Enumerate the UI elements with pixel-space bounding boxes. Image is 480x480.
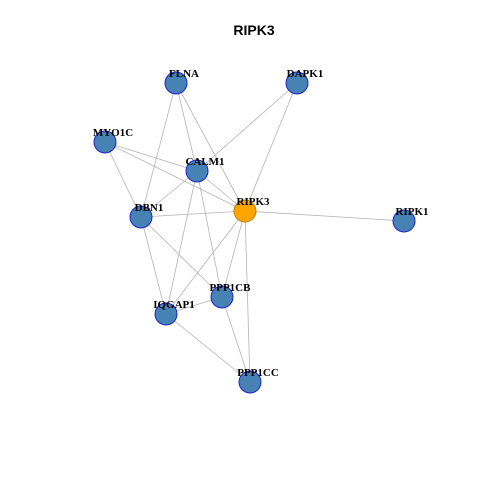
- edge-ripk3-ppp1cb: [221, 210, 246, 298]
- edge-myo1c-ripk3: [104, 141, 246, 212]
- edge-flna-calm1: [175, 82, 198, 172]
- edge-ppp1cb-ppp1cc: [221, 296, 251, 383]
- node-label-iqgap1: IQGAP1: [153, 299, 195, 311]
- node-myo1c[interactable]: [93, 130, 117, 154]
- diagram-title: RIPK3: [233, 22, 274, 38]
- edge-ripk3-iqgap1: [165, 210, 246, 315]
- edge-dapk1-calm1: [196, 82, 298, 172]
- edge-ripk3-dbn1: [140, 210, 246, 218]
- node-label-ripk1: RIPK1: [396, 206, 429, 218]
- node-flna[interactable]: [164, 71, 188, 95]
- node-ripk1[interactable]: [392, 209, 416, 233]
- edge-calm1-ppp1cb: [196, 170, 223, 298]
- edge-iqgap1-ppp1cc: [165, 313, 251, 383]
- edge-dbn1-iqgap1: [140, 216, 167, 315]
- edge-flna-ripk3: [175, 82, 246, 212]
- edge-ripk3-ppp1cc: [244, 210, 251, 383]
- node-label-ppp1cc: PPP1CC: [237, 367, 279, 379]
- node-ppp1cc[interactable]: [238, 370, 262, 394]
- node-label-dbn1: DBN1: [135, 202, 164, 214]
- edge-dapk1-ripk3: [244, 82, 298, 212]
- node-label-ppp1cb: PPP1CB: [210, 282, 252, 294]
- edge-myo1c-dbn1: [104, 141, 142, 218]
- edge-myo1c-calm1: [104, 141, 198, 172]
- node-label-calm1: CALM1: [185, 156, 224, 168]
- node-label-myo1c: MYO1C: [93, 127, 133, 139]
- node-ppp1cb[interactable]: [210, 285, 234, 309]
- edge-layer: [104, 82, 405, 383]
- node-dbn1[interactable]: [129, 205, 153, 229]
- edge-dbn1-ppp1cb: [140, 216, 223, 298]
- node-layer: [93, 71, 416, 394]
- node-label-flna: FLNA: [169, 68, 199, 80]
- edge-calm1-iqgap1: [165, 170, 198, 315]
- node-dapk1[interactable]: [285, 71, 309, 95]
- node-iqgap1[interactable]: [154, 302, 178, 326]
- edge-ripk3-ripk1: [244, 210, 405, 222]
- edge-calm1-dbn1: [140, 170, 198, 218]
- node-calm1[interactable]: [185, 159, 209, 183]
- node-label-ripk3: RIPK3: [237, 196, 271, 208]
- edge-flna-dbn1: [140, 82, 177, 218]
- node-ripk3[interactable]: [233, 199, 257, 223]
- node-label-dapk1: DAPK1: [287, 68, 324, 80]
